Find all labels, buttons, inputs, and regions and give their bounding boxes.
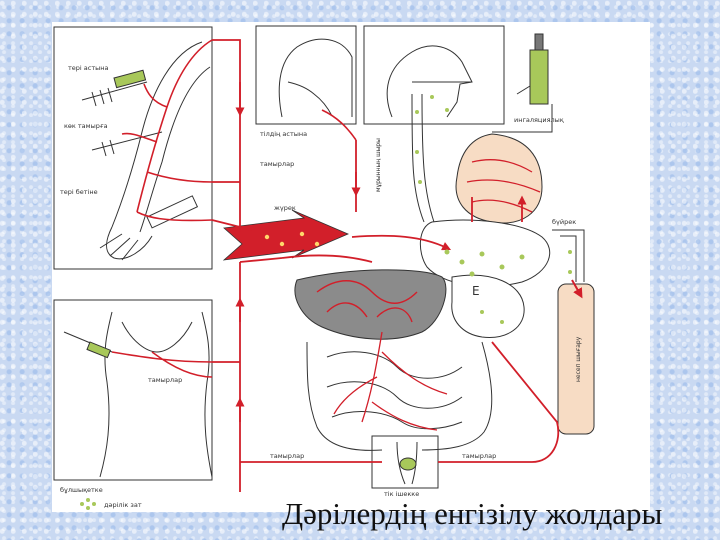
label-vein: көк тамырға: [64, 122, 108, 130]
tongue-vessel: [321, 109, 357, 141]
airway-tubes: [411, 93, 553, 223]
arm-syringe-icons: [81, 69, 163, 157]
label-vessels-bottom-right: тамырлар: [462, 452, 496, 460]
label-inhalation: ингаляциялық: [514, 116, 564, 124]
heart-illustration: [419, 219, 551, 287]
stomach-shape: [451, 274, 525, 338]
head-illustration: [278, 38, 353, 118]
liver-vessels: [316, 280, 418, 323]
nose-panel-frame: [363, 25, 505, 125]
vessel-network: [211, 39, 560, 492]
lungs-illustration: [455, 133, 543, 224]
liver-shape: [294, 269, 447, 340]
label-skin-thickness: тері астына: [68, 64, 109, 72]
drug-routes-diagram: тері астына көк тамырға тері бетіне тілд…: [53, 25, 595, 510]
intestine-vessels: [333, 331, 448, 431]
torso-panel-frame: [53, 299, 213, 481]
torso-illustration: [99, 311, 213, 478]
label-heart: жүрек: [274, 204, 296, 212]
torso-vessels: [111, 351, 213, 378]
torso-syringe-icon: [63, 331, 113, 359]
diagram-panel: тері астына көк тамырға тері бетіне тілд…: [52, 22, 650, 512]
inhaler-icon: [516, 33, 549, 105]
arm-vessels: [121, 39, 213, 222]
label-vessels-top: тамырлар: [260, 160, 294, 168]
arm-panel-frame: [53, 26, 213, 270]
label-liver: Е: [472, 284, 480, 298]
slide-title: Дәрілердің енгізілу жолдары: [282, 496, 663, 531]
legend-drug-label: дәрілік зат: [104, 501, 142, 509]
legend-drug-icon: [80, 498, 96, 510]
label-tongue-under: тілдің астына: [260, 130, 307, 138]
nose-illustration: [386, 45, 473, 118]
label-kidney: бүйрек: [552, 218, 576, 226]
arm-illustration: [99, 41, 211, 261]
rectum-illustration: [396, 441, 418, 485]
label-urine: несеп шығару: [575, 336, 582, 382]
label-peritoneum: бұлшықетке: [60, 486, 103, 494]
label-rectum: тік ішекке: [384, 490, 419, 498]
label-nasal-mucosa: мұрынның шыры: [375, 138, 382, 192]
label-vessels-mid: тамырлар: [148, 376, 182, 384]
drug-particles: [264, 95, 572, 324]
label-vessels-bottom-left: тамырлар: [270, 452, 304, 460]
label-skin-surface: тері бетіне: [60, 188, 98, 196]
main-entry-arrow: [222, 209, 350, 261]
intestines-illustration: [306, 341, 493, 451]
urine-collector: [552, 229, 595, 435]
head-panel-frame: [255, 25, 357, 125]
